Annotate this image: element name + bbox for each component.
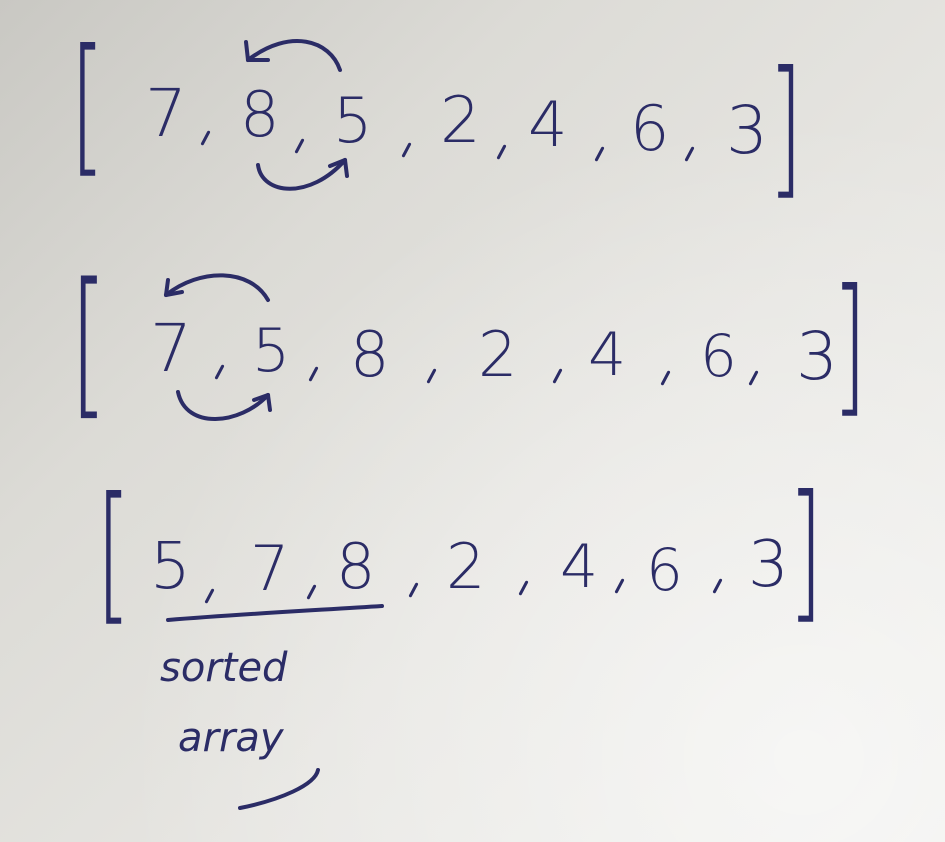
array-1-element-5: 4	[528, 88, 568, 161]
sorted-underline	[166, 604, 384, 622]
swap-arrow-bottom-2	[176, 390, 270, 421]
close-bracket: ]	[768, 40, 804, 214]
array-2-element-2: 5	[252, 316, 291, 386]
arrowhead	[252, 393, 270, 402]
annotation-line-2: array	[178, 715, 284, 761]
array-3-element-3: 8	[336, 530, 376, 603]
arrowhead	[244, 40, 250, 62]
array-3-element-5: 4	[560, 532, 599, 602]
array-2-element-1: 7	[150, 310, 192, 387]
arrowhead	[164, 290, 184, 297]
annotation-swoosh	[238, 768, 320, 810]
close-bracket: ]	[788, 464, 824, 638]
array-1-element-6: 6	[630, 92, 670, 165]
arrowhead	[343, 158, 349, 178]
array-3-element-6: 6	[646, 536, 683, 604]
array-3-element-1: 5	[150, 530, 191, 604]
array-3-element-7: 3	[748, 528, 789, 602]
array-1-element-3: 5	[333, 84, 373, 157]
swap-arrow-top-2	[164, 273, 270, 302]
swap-arrow-bottom-1	[256, 158, 347, 191]
array-2-element-5: 4	[588, 320, 627, 390]
arrowhead	[164, 278, 170, 297]
array-1-element-4: 2	[440, 84, 481, 158]
open-bracket: [	[70, 248, 108, 435]
arrowhead	[266, 393, 272, 412]
array-3-element-2: 7	[250, 532, 290, 605]
sorted-array-label-2: array	[178, 718, 284, 758]
open-bracket: [	[70, 18, 106, 192]
array-2-element-6: 6	[700, 322, 737, 390]
annotation-line-1: sorted	[160, 645, 288, 691]
array-1-element-1: 7	[145, 75, 187, 152]
sorted-array-label: sorted	[160, 648, 287, 688]
open-bracket: [	[96, 466, 132, 640]
array-3-element-4: 2	[446, 530, 486, 603]
array-2-element-3: 8	[350, 318, 390, 391]
arrowhead	[328, 158, 347, 168]
swap-arrow-top-1	[246, 39, 342, 72]
array-1-element-2: 8	[240, 78, 280, 151]
array-2-element-7: 3	[796, 318, 838, 395]
close-bracket: ]	[832, 258, 868, 432]
array-2-element-4: 2	[478, 318, 518, 391]
array-1-element-7: 3	[726, 92, 768, 169]
